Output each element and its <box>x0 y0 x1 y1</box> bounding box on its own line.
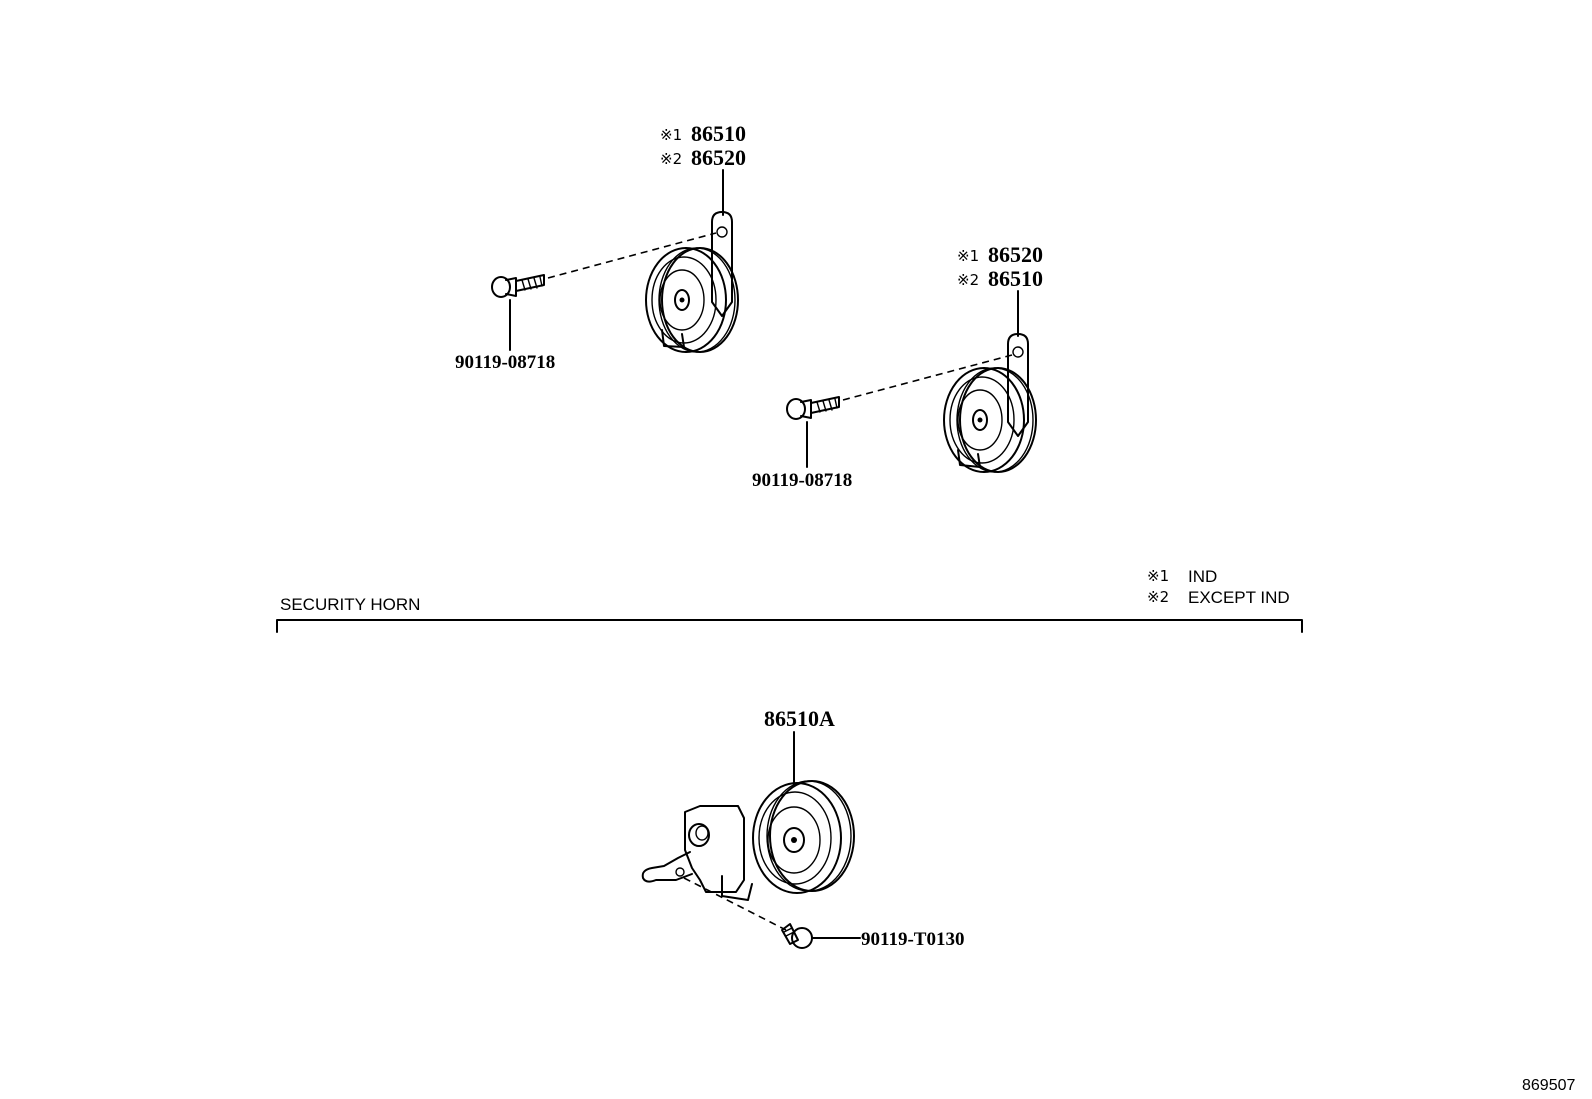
horn2-bolt <box>786 396 840 420</box>
horn2-drawing <box>943 333 1037 473</box>
horn1-bolt <box>491 274 545 298</box>
horn2-note-mark-2: ※2 <box>957 271 979 289</box>
security-horn-screw-part-number[interactable]: 90119-T0130 <box>861 929 964 950</box>
horn2-note-mark-1: ※1 <box>957 247 979 265</box>
horn-assembly-2: ※1 86520 ※2 86510 90119-08718 <box>752 242 1043 491</box>
horn1-bolt-axis <box>547 232 717 279</box>
section-bracket-line <box>276 619 1303 633</box>
horn2-bolt-part-number[interactable]: 90119-08718 <box>752 470 852 491</box>
horn1-bolt-part-number[interactable]: 90119-08718 <box>455 352 555 373</box>
horn2-part-number-2[interactable]: 86510 <box>988 266 1043 291</box>
horn2-bolt-axis <box>842 354 1013 401</box>
horn1-note-mark-1: ※1 <box>660 126 682 144</box>
horn1-drawing <box>645 211 739 353</box>
horn2-part-number-1[interactable]: 86520 <box>988 242 1043 267</box>
diagram-code: 869507 <box>1522 1077 1575 1094</box>
security-horn-title: SECURITY HORN <box>280 595 420 614</box>
horn1-part-number-1[interactable]: 86510 <box>691 121 746 146</box>
horn-assembly-1: ※1 86510 ※2 86520 90119-0871 <box>455 121 746 373</box>
legend-note1-text: IND <box>1188 567 1217 586</box>
security-horn-screw-axis <box>683 877 787 931</box>
security-horn-drawing <box>641 780 855 901</box>
security-horn-section: SECURITY HORN 86510A <box>276 595 1303 950</box>
legend-note1-mark: ※1 <box>1147 567 1169 585</box>
legend-notes: ※1 IND ※2 EXCEPT IND <box>1147 567 1290 607</box>
horn1-part-number-2[interactable]: 86520 <box>691 145 746 170</box>
security-horn-screw <box>781 923 813 949</box>
legend-note2-mark: ※2 <box>1147 588 1169 606</box>
legend-note2-text: EXCEPT IND <box>1188 588 1290 607</box>
security-horn-part-number[interactable]: 86510A <box>764 706 835 731</box>
horn1-note-mark-2: ※2 <box>660 150 682 168</box>
